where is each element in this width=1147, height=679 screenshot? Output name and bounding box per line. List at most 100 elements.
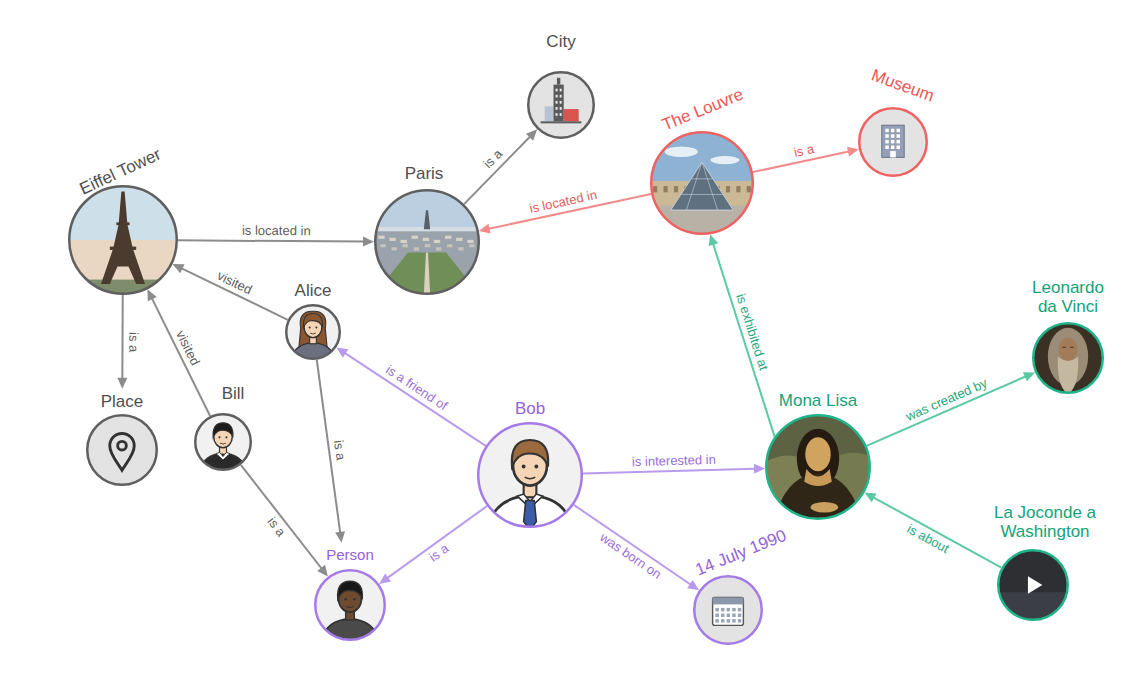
- entity-label: The Louvre: [660, 85, 747, 135]
- avatar-body: [488, 495, 573, 534]
- relation-line: [464, 136, 531, 204]
- city-window: [560, 95, 562, 98]
- arrow-head: [147, 289, 156, 301]
- avatar-eye: [353, 598, 356, 601]
- video-frame: [997, 592, 1069, 621]
- city-window: [556, 101, 558, 104]
- paris-roof: [447, 244, 452, 247]
- museum-window: [891, 140, 895, 144]
- museum-window: [897, 134, 901, 138]
- paris-roof: [378, 236, 384, 239]
- entity-circle: [693, 575, 763, 645]
- museum-window: [885, 134, 889, 138]
- avatar-eye: [309, 327, 311, 329]
- entity-outline: [375, 190, 479, 294]
- entity-icon: [314, 569, 386, 645]
- city-building: [564, 109, 579, 121]
- paris-roof: [458, 247, 463, 250]
- entity-name: Person: [326, 547, 374, 564]
- calendar-day: [732, 608, 736, 612]
- entity-name: Paris: [405, 165, 444, 184]
- entity-circle-art: [68, 185, 178, 295]
- entity-circle: [477, 422, 583, 528]
- louvre-window: [747, 186, 751, 192]
- photo-sky: [68, 240, 178, 295]
- entity-name: The Louvre: [660, 85, 747, 135]
- paris-roof: [445, 236, 451, 239]
- relation-label: is located in: [526, 188, 600, 217]
- arrow-head: [847, 147, 859, 157]
- relation-line: [121, 295, 123, 380]
- museum-door: [890, 151, 896, 157]
- arrow-head: [173, 264, 185, 273]
- entity-circle-art: [1032, 322, 1104, 394]
- entity-label: Person: [326, 547, 374, 564]
- entity-node: Place: [86, 393, 158, 486]
- entity-outline: [1033, 323, 1103, 393]
- avatar-eye: [522, 465, 526, 469]
- relation-arrow: [867, 372, 1035, 446]
- paris-roof: [467, 240, 473, 243]
- museum-window: [891, 129, 895, 133]
- entity-label: Mona Lisa: [779, 392, 857, 411]
- relation-arrow: [241, 465, 328, 577]
- entity-name: Mona Lisa: [779, 392, 857, 411]
- entity-label: Leonardo da Vinci: [1026, 279, 1110, 316]
- entity-name: Leonardo da Vinci: [1026, 279, 1110, 316]
- relation-label: was created by: [902, 375, 992, 425]
- arrow-head: [526, 129, 537, 140]
- avatar-hair-top: [338, 581, 363, 599]
- entity-icon: [194, 413, 252, 474]
- icon-ground: [374, 189, 480, 295]
- entity-circle: [650, 131, 754, 235]
- painting-hands: [811, 502, 839, 513]
- museum-window: [897, 146, 901, 150]
- relation-label: is a: [330, 437, 347, 463]
- relation-label: is exhibited at: [733, 290, 772, 374]
- museum-building: [882, 125, 904, 157]
- entity-circle: [314, 569, 386, 641]
- avatar-collar: [216, 452, 230, 460]
- calendar-day: [738, 614, 742, 618]
- entity-circle-art: [374, 189, 480, 295]
- avatar-eye: [344, 598, 347, 601]
- entity-icon: [527, 71, 595, 139]
- entity-icon: [1032, 322, 1104, 394]
- entity-circle: [285, 304, 341, 360]
- museum-window: [885, 140, 889, 144]
- calendar-day: [738, 619, 742, 623]
- entity-circle: [68, 185, 178, 295]
- eiffel-platform: [110, 247, 136, 250]
- louvre-window: [653, 186, 657, 192]
- arrow-head: [117, 378, 127, 389]
- portrait-eyes: [1062, 347, 1074, 348]
- arrow-head: [709, 234, 719, 246]
- entity-icon: [693, 575, 763, 645]
- entity-node: Eiffel Tower: [68, 163, 178, 295]
- avatar-eye: [225, 436, 227, 438]
- paris-roof: [469, 244, 474, 247]
- entity-label: Bill: [222, 385, 245, 404]
- paris-roof: [456, 238, 462, 241]
- relation-line: [583, 469, 756, 474]
- entity-label: Museum: [869, 66, 937, 106]
- entity-outline: [478, 423, 582, 527]
- entity-label: Paris: [405, 165, 444, 184]
- calendar-day: [732, 619, 736, 623]
- entity-icon: [285, 304, 341, 363]
- entity-node: Bob: [477, 400, 583, 528]
- entity-outline: [315, 570, 385, 640]
- museum-window: [897, 140, 901, 144]
- entity-circle-art: [693, 575, 763, 645]
- entity-circle-art: [477, 422, 583, 528]
- entity-icon: [765, 414, 871, 524]
- city-spire: [557, 78, 560, 85]
- relation-line: [872, 497, 1001, 568]
- entity-node: Person: [314, 547, 386, 641]
- city-window: [556, 107, 558, 110]
- calendar-day: [715, 619, 719, 623]
- entity-name: Place: [101, 393, 144, 412]
- calendar-day: [721, 614, 725, 618]
- entity-circle-art: [765, 414, 871, 520]
